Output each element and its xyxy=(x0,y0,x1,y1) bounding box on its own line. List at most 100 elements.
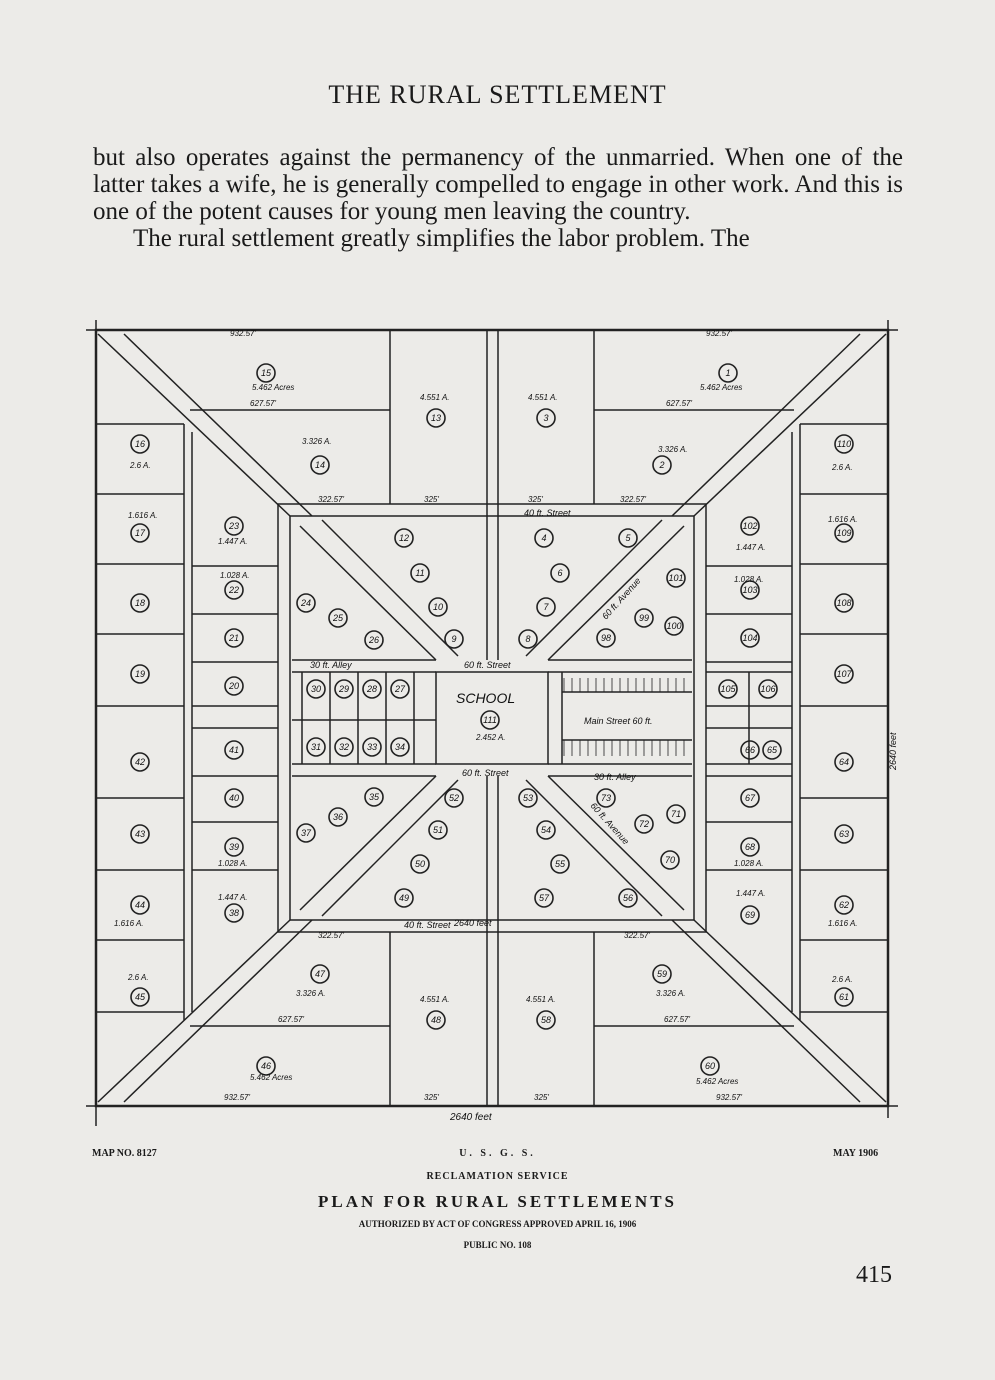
acreage-label: 3.326 A. xyxy=(656,989,686,998)
alley-label: 30 ft. Alley xyxy=(594,772,636,782)
lot-number: 104 xyxy=(742,633,757,643)
lot-number: 67 xyxy=(745,793,756,803)
dimension-label: 627.57' xyxy=(278,1015,304,1024)
lot-number: 12 xyxy=(399,533,409,543)
authority-line: AUTHORIZED BY ACT OF CONGRESS APPROVED A… xyxy=(358,1219,637,1229)
lot-number: 64 xyxy=(839,757,849,767)
lot-number: 61 xyxy=(839,992,849,1002)
acreage-label: 1.447 A. xyxy=(218,893,248,902)
lot-number: 38 xyxy=(229,908,239,918)
lot-number: 47 xyxy=(315,969,326,979)
dimension-label: 932.57' xyxy=(224,1093,250,1102)
acreage-label: 3.326 A. xyxy=(302,437,332,446)
paragraph: but also operates against the permanency… xyxy=(93,144,903,225)
lot-number: 106 xyxy=(760,684,775,694)
lot-number: 25 xyxy=(332,613,344,623)
lot-number: 36 xyxy=(333,812,343,822)
dimension-label: 627.57' xyxy=(250,399,276,408)
dimension-label: 627.57' xyxy=(666,399,692,408)
lot-number: 4 xyxy=(541,533,546,543)
map-date: MAY 1906 xyxy=(833,1148,879,1159)
acreage-label: 2.6 A. xyxy=(831,975,853,984)
acreage-label: 1.447 A. xyxy=(736,889,766,898)
dimension-label: 932.57' xyxy=(716,1093,742,1102)
lot-number: 11 xyxy=(415,568,424,578)
map-number: MAP NO. 8127 xyxy=(92,1148,157,1159)
acreage-label: 2.6 A. xyxy=(127,973,149,982)
lot-number: 110 xyxy=(837,439,851,449)
acreage-label: 1.028 A. xyxy=(218,859,248,868)
lot-number: 20 xyxy=(228,681,239,691)
street-label: 40 ft. Street xyxy=(404,920,451,930)
lot-number: 57 xyxy=(539,893,550,903)
lot-number: 18 xyxy=(135,598,145,608)
lot-number: 3 xyxy=(543,413,548,423)
lot-number: 100 xyxy=(666,621,681,631)
acreage-label: 4.551 A. xyxy=(528,393,558,402)
dimension-label: 932.57' xyxy=(230,329,256,338)
acreage-label: 1.447 A. xyxy=(736,543,766,552)
lot-number: 99 xyxy=(639,613,649,623)
acreage-label: 1.616 A. xyxy=(828,919,858,928)
lot-number: 5 xyxy=(625,533,631,543)
acreage-label: 4.551 A. xyxy=(526,995,556,1004)
running-head: THE RURAL SETTLEMENT xyxy=(328,80,667,109)
street-label: 60 ft. Street xyxy=(462,768,509,778)
lot-number: 60 xyxy=(705,1061,715,1071)
street-label: 60 ft. Street xyxy=(464,660,511,670)
lot-number: 103 xyxy=(742,585,757,595)
lot-number: 66 xyxy=(745,745,755,755)
body-text: but also operates against the permanency… xyxy=(93,144,903,252)
lot-number: 46 xyxy=(261,1061,271,1071)
dimension-label: 2640 feet xyxy=(453,918,492,928)
dimension-label: 932.57' xyxy=(706,329,732,338)
settlement-map: 1 2 3 4 5 6 7 8 9 10 11 12 13 14 15 16 1… xyxy=(84,320,900,1132)
alley-label: 30 ft. Alley xyxy=(310,660,352,670)
lot-number: 16 xyxy=(135,439,145,449)
acreage-label: 2.6 A. xyxy=(831,463,853,472)
agency-label: U. S. G. S. xyxy=(459,1148,536,1159)
lot-number: 40 xyxy=(229,793,239,803)
lot-number: 41 xyxy=(229,745,239,755)
lot-number: 30 xyxy=(311,684,321,694)
acreage-label: 5.462 Acres xyxy=(700,383,742,392)
acreage-label: 1.028 A. xyxy=(220,571,250,580)
lot-number: 9 xyxy=(451,634,456,644)
lot-number: 31 xyxy=(311,742,321,752)
lot-number: 69 xyxy=(745,910,755,920)
lot-number: 52 xyxy=(449,793,459,803)
lot-number: 54 xyxy=(541,825,551,835)
lot-number: 7 xyxy=(543,602,549,612)
acreage-label: 2.6 A. xyxy=(129,461,151,470)
dimension-label: 322.57' xyxy=(620,495,646,504)
avenue-label: 60 ft. Avenue xyxy=(589,801,632,847)
acreage-label: 5.462 Acres xyxy=(696,1077,738,1086)
lot-number: 26 xyxy=(368,635,379,645)
dimension-label: 325' xyxy=(424,1093,439,1102)
lot-number: 56 xyxy=(623,893,633,903)
lot-number: 105 xyxy=(720,684,736,694)
lot-number: 24 xyxy=(300,598,311,608)
street-label: Main Street 60 ft. xyxy=(584,716,653,726)
acreage-label: 3.326 A. xyxy=(658,445,688,454)
lot-number: 109 xyxy=(836,528,851,538)
lot-number: 28 xyxy=(366,684,377,694)
acreage-label: 2.452 A. xyxy=(475,733,506,742)
lot-number: 102 xyxy=(742,521,757,531)
settlement-plan-drawing: 1 2 3 4 5 6 7 8 9 10 11 12 13 14 15 16 1… xyxy=(86,320,898,1126)
lot-number: 63 xyxy=(839,829,849,839)
dimension-label: 322.57' xyxy=(318,495,344,504)
lot-number: 43 xyxy=(135,829,145,839)
acreage-label: 1.616 A. xyxy=(114,919,144,928)
lot-number: 2 xyxy=(658,460,664,470)
page-number: 415 xyxy=(856,1262,892,1288)
lot-number: 6 xyxy=(557,568,562,578)
lot-number: 23 xyxy=(228,521,239,531)
lot-number: 14 xyxy=(315,460,325,470)
acreage-label: 5.462 Acres xyxy=(250,1073,292,1082)
lot-number: 72 xyxy=(639,819,649,829)
acreage-label: 1.616 A. xyxy=(828,515,858,524)
dimension-label: 322.57' xyxy=(318,931,344,940)
lot-number: 37 xyxy=(301,828,312,838)
lot-number: 98 xyxy=(601,633,611,643)
